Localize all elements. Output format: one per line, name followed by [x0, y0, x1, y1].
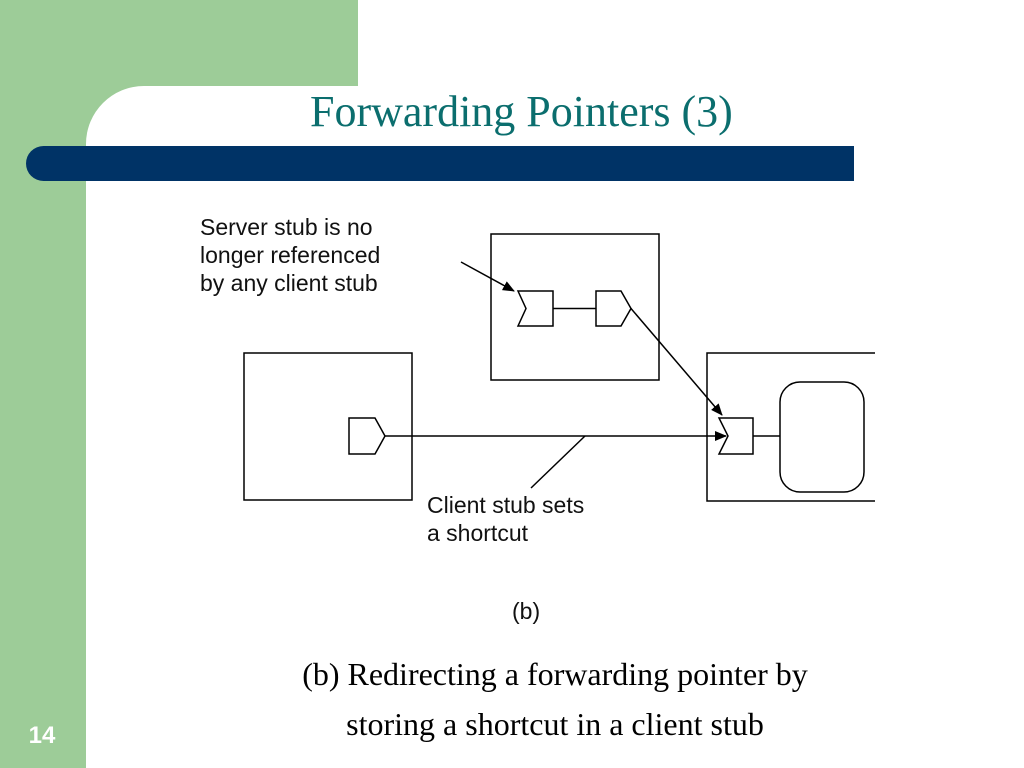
title-bar — [26, 146, 854, 181]
caption-line-1: (b) Redirecting a forwarding pointer by — [302, 656, 808, 692]
unreferenced-server-stub — [516, 290, 554, 327]
diagram-canvas — [243, 233, 875, 502]
client-stub — [348, 417, 386, 455]
page-number: 14 — [28, 722, 56, 749]
old-process-box — [490, 233, 660, 381]
client-note-line-2: a shortcut — [427, 520, 528, 546]
slide-title: Forwarding Pointers (3) — [310, 87, 733, 136]
server-note-pointer — [460, 261, 515, 292]
old-forwarding-arrow — [630, 308, 723, 416]
server-note-line-3: by any client stub — [200, 270, 378, 296]
server-note-line-1: Server stub is no — [200, 214, 373, 240]
server-note-line-2: longer referenced — [200, 242, 381, 268]
client-note-leader — [530, 435, 586, 489]
forwarding-pointer-diagram: Server stub is no longer referenced by a… — [175, 210, 875, 628]
remote-object — [779, 381, 865, 493]
panel-label: (b) — [512, 598, 541, 624]
caption-line-2: storing a shortcut in a client stub — [346, 706, 764, 742]
forwarding-client-stub — [595, 290, 632, 327]
client-note-line-1: Client stub sets — [427, 492, 585, 518]
client-process-box — [243, 352, 413, 501]
sidebar-green-strip — [0, 0, 86, 768]
object-process-box — [706, 352, 875, 502]
